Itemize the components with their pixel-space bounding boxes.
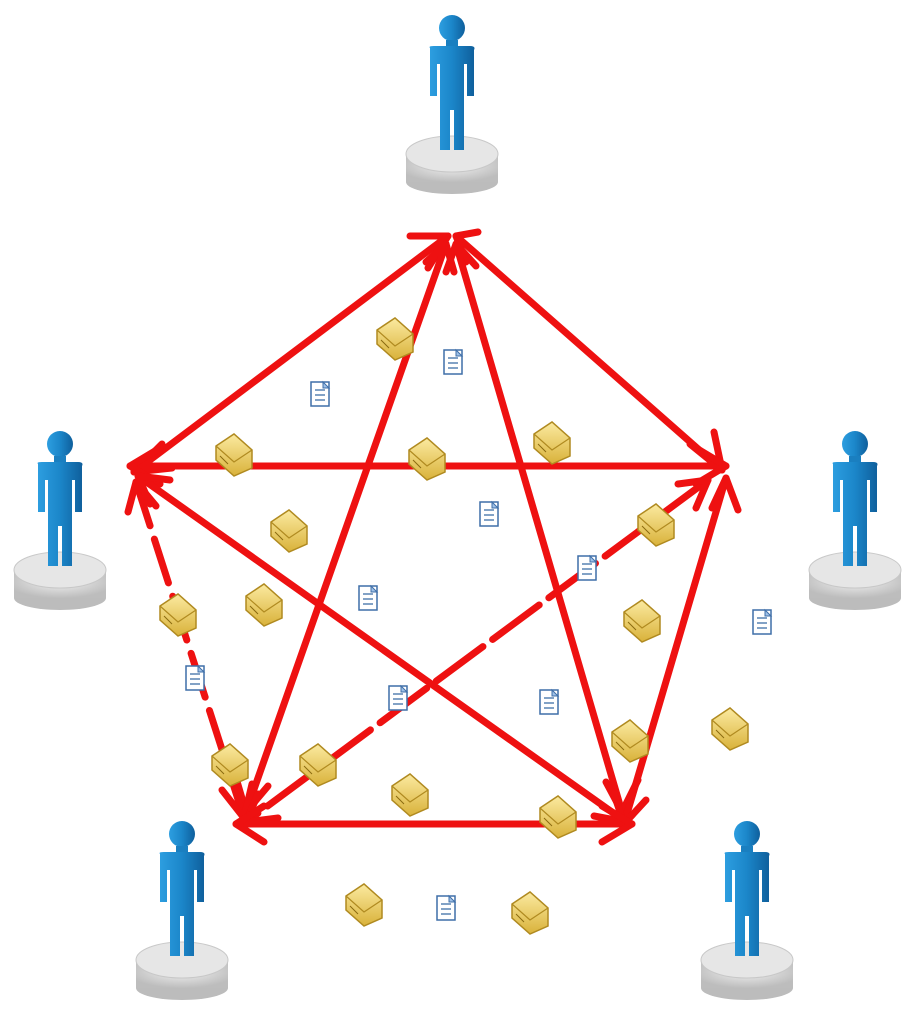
link-top-right (452, 232, 726, 474)
envelope-icon (345, 883, 383, 927)
message-envelopes (159, 317, 749, 935)
document-icon (436, 895, 456, 921)
envelope-icon (245, 583, 283, 627)
person-node-bottom-right (700, 820, 794, 1001)
link-top-bottom-right (452, 240, 626, 816)
envelope-icon (211, 743, 249, 787)
document-icon (539, 689, 559, 715)
link-left-bottom-left (132, 478, 248, 822)
envelope-icon (611, 719, 649, 763)
document-icon (443, 349, 463, 375)
person-node-bottom-left (135, 820, 229, 1001)
envelope-icon (215, 433, 253, 477)
document-icon (752, 609, 772, 635)
document-icon (577, 555, 597, 581)
document-icon (358, 585, 378, 611)
envelope-icon (270, 509, 308, 553)
person-node-top (405, 14, 499, 195)
document-icon (388, 685, 408, 711)
envelope-icon (511, 891, 549, 935)
link-right-bottom-right (620, 474, 730, 828)
envelope-icon (391, 773, 429, 817)
document-icon (185, 665, 205, 691)
envelope-icon (159, 593, 197, 637)
envelope-icon (539, 795, 577, 839)
envelope-icon (711, 707, 749, 751)
person-node-left (13, 430, 107, 611)
envelope-icon (623, 599, 661, 643)
envelope-icon (376, 317, 414, 361)
link-left-bottom-right (134, 472, 630, 826)
link-top-left (130, 232, 452, 476)
document-icon (479, 501, 499, 527)
envelope-icon (533, 421, 571, 465)
envelope-icon (408, 437, 446, 481)
person-node-right (808, 430, 902, 611)
document-icon (310, 381, 330, 407)
